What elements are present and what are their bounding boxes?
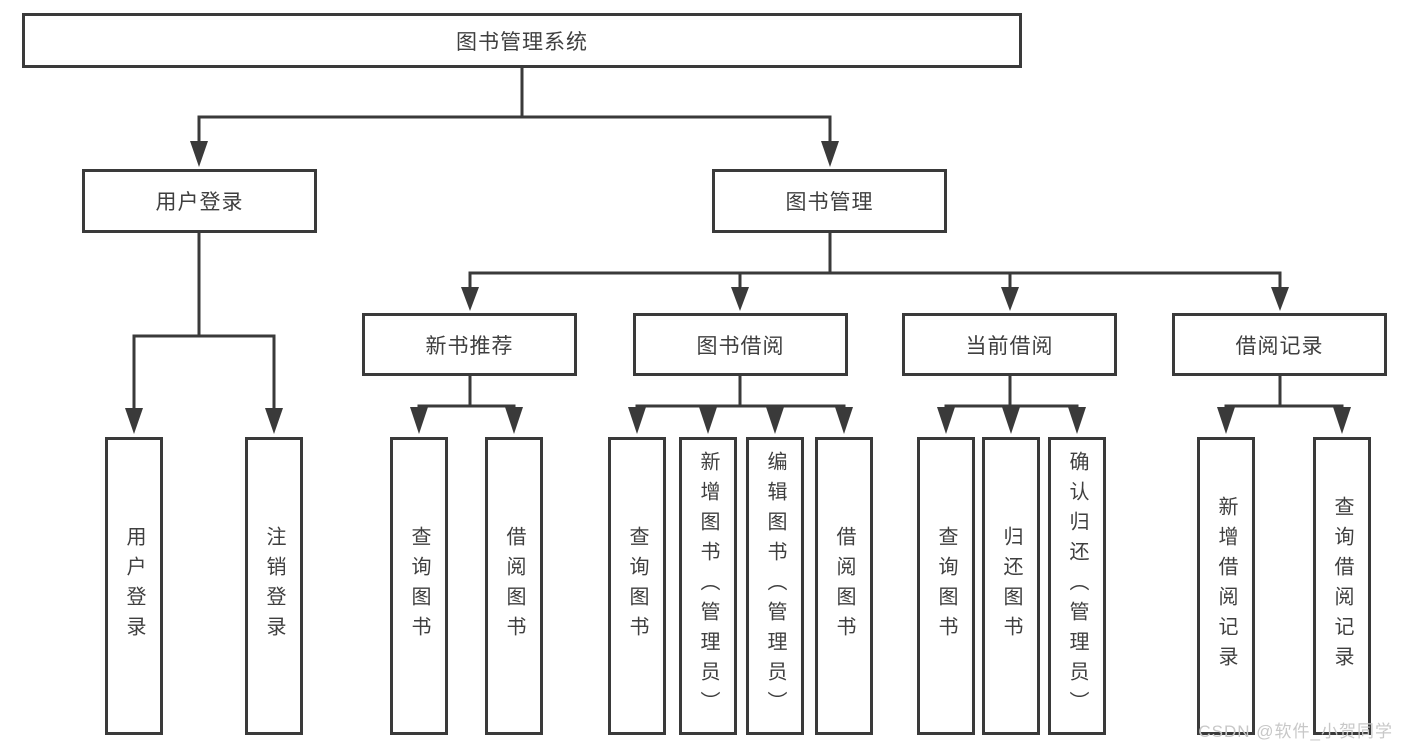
leaf-newbooks-borrow: 借阅图书 [485,437,543,735]
connector-bookmgmt-to-level3 [461,233,1289,311]
node-borrow-records-label: 借阅记录 [1235,334,1324,358]
node-root-label: 图书管理系统 [456,30,588,54]
node-book-management: 图书管理 [712,169,947,233]
leaf-newbooks-search: 查询图书 [390,437,448,735]
node-current-borrowing-label: 当前借阅 [965,334,1054,358]
leaf-logout-label: 注销登录 [263,526,285,646]
connector-currentborrow-children [937,376,1086,434]
leaf-newbooks-borrow-label: 借阅图书 [503,526,525,646]
leaf-current-return-label: 归还图书 [1000,526,1022,646]
node-current-borrowing: 当前借阅 [902,313,1117,376]
leaf-borrow-add-admin-label: 新增图书（管理员） [697,451,719,721]
connector-login-children [125,233,283,434]
leaf-current-search: 查询图书 [917,437,975,735]
node-user-login-label: 用户登录 [155,191,244,214]
leaf-current-search-label: 查询图书 [935,526,957,646]
leaf-borrow-borrow: 借阅图书 [815,437,873,735]
leaf-current-return: 归还图书 [982,437,1040,735]
leaf-borrow-search-label: 查询图书 [626,526,648,646]
node-book-borrowing-label: 图书借阅 [696,334,785,358]
leaf-current-confirm-admin-label: 确认归还（管理员） [1066,451,1088,721]
connector-bookborrow-children [628,376,853,434]
leaf-borrow-edit-admin-label: 编辑图书（管理员） [764,451,786,721]
leaf-records-search-label: 查询借阅记录 [1331,496,1353,676]
node-book-management-label: 图书管理 [785,191,874,214]
leaf-current-confirm-admin: 确认归还（管理员） [1048,437,1106,735]
leaf-user-login-label: 用户登录 [123,526,145,646]
node-new-book-recommend: 新书推荐 [362,313,577,376]
connector-root-to-level2 [190,68,839,167]
leaf-borrow-search: 查询图书 [608,437,666,735]
leaf-logout: 注销登录 [245,437,303,735]
leaf-records-add-label: 新增借阅记录 [1215,496,1237,676]
node-root: 图书管理系统 [22,13,1022,68]
leaf-borrow-edit-admin: 编辑图书（管理员） [746,437,804,735]
leaf-newbooks-search-label: 查询图书 [408,526,430,646]
node-borrow-records: 借阅记录 [1172,313,1387,376]
csdn-watermark: CSDN @软件_小贺同学 [1198,722,1393,741]
leaf-borrow-borrow-label: 借阅图书 [833,526,855,646]
leaf-records-search: 查询借阅记录 [1313,437,1371,735]
node-user-login: 用户登录 [82,169,317,233]
node-new-book-recommend-label: 新书推荐 [425,334,514,358]
leaf-user-login: 用户登录 [105,437,163,735]
leaf-records-add: 新增借阅记录 [1197,437,1255,735]
connector-records-children [1217,376,1351,434]
leaf-borrow-add-admin: 新增图书（管理员） [679,437,737,735]
node-book-borrowing: 图书借阅 [633,313,848,376]
connector-newbooks-children [410,376,523,434]
